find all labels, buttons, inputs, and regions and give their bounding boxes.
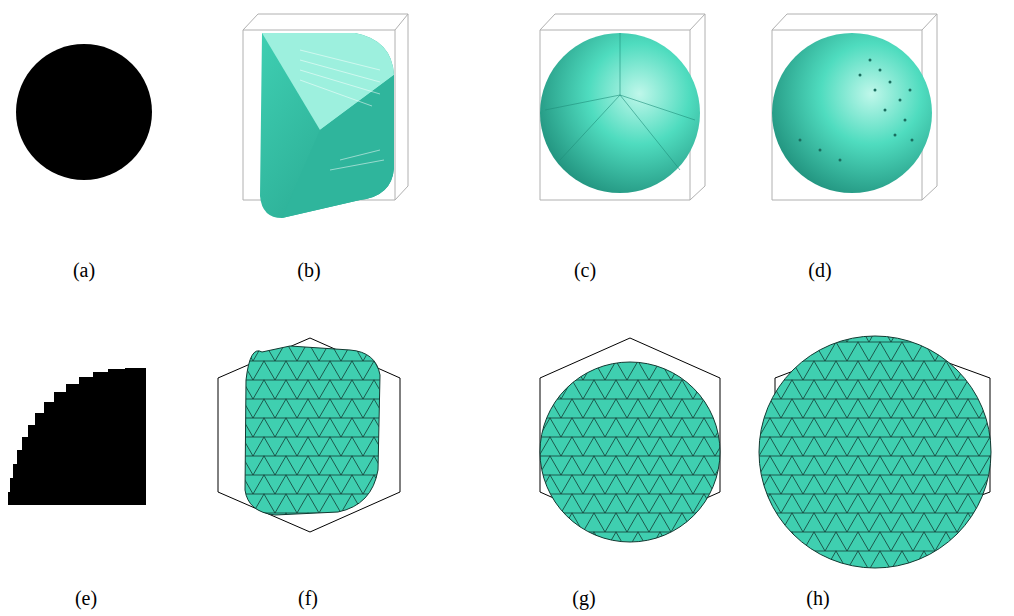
meshed-sphere xyxy=(759,336,991,568)
facet-lines xyxy=(545,33,695,170)
panel-label: (d) xyxy=(808,260,831,280)
meshed-sphere xyxy=(540,362,720,542)
panel-label: (f) xyxy=(298,588,318,608)
surface-dots xyxy=(799,59,914,162)
binary-quarter-circle xyxy=(8,368,146,505)
reconstructed-sphere xyxy=(540,33,700,193)
bounding-cube xyxy=(540,14,705,200)
reconstructed-shape xyxy=(260,33,394,218)
panel-label: (h) xyxy=(806,588,829,608)
panel-label: (c) xyxy=(574,260,596,280)
shape-facet xyxy=(282,75,394,218)
meshed-shape xyxy=(245,346,380,515)
binary-circle xyxy=(16,44,152,180)
panel-label: (e) xyxy=(75,588,97,608)
layer-lines xyxy=(300,50,384,170)
reconstructed-sphere xyxy=(772,33,932,193)
panel-label: (a) xyxy=(73,260,95,280)
bounding-cube xyxy=(772,14,937,200)
bounding-cube xyxy=(218,338,400,532)
panel-label: (g) xyxy=(572,588,595,608)
panel-label: (b) xyxy=(297,260,320,280)
